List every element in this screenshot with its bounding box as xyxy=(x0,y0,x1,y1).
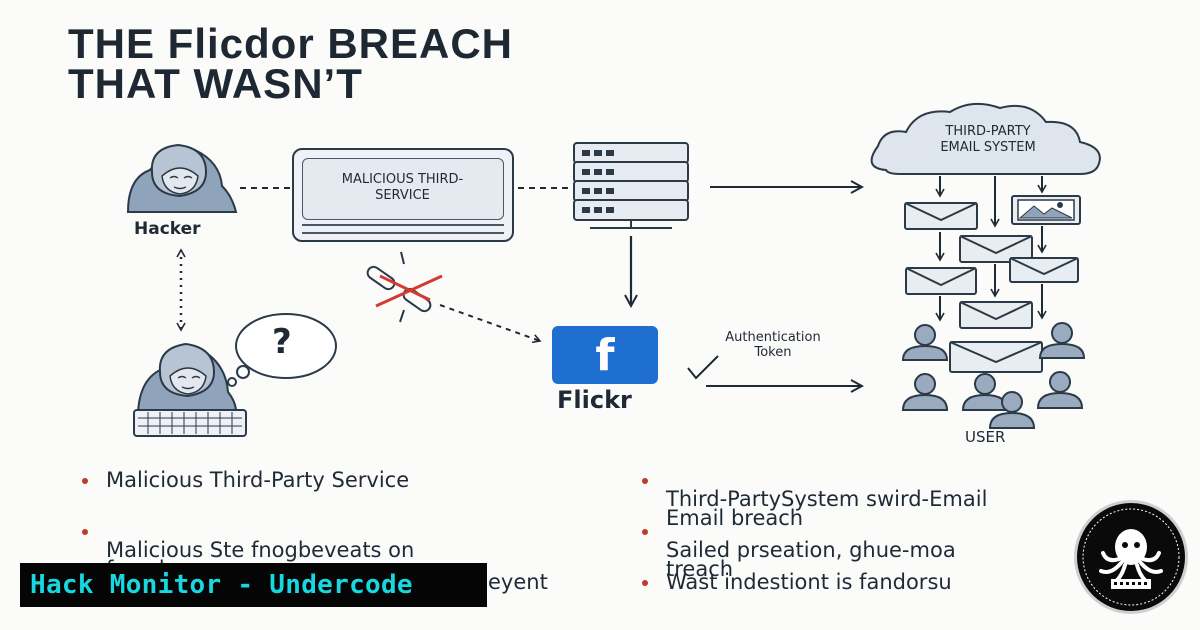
envelope-icon xyxy=(905,267,977,295)
bullet-item: Wast indestiont is fandorsu xyxy=(642,572,952,593)
bullet-item: Sailed prseation, ghue-moa treach xyxy=(642,522,956,580)
malicious-service-box xyxy=(292,148,514,242)
cloud-icon xyxy=(870,102,1101,175)
flickr-label: Flickr xyxy=(557,386,632,414)
user-label: USER xyxy=(965,428,1006,446)
banner-text: Hack Monitor - Undercode xyxy=(30,570,413,600)
hack-monitor-banner: Hack Monitor - Undercode xyxy=(20,563,487,607)
hacker-label: Hacker xyxy=(134,219,201,239)
title-line-2: THAT WASN’T xyxy=(68,60,363,107)
bullet-item: Malicious Third-Party Service xyxy=(82,470,409,491)
envelope-icon xyxy=(959,235,1033,263)
hacker-laptop-icon xyxy=(133,342,247,437)
envelope-icon xyxy=(959,301,1033,329)
broken-link-icon xyxy=(366,251,443,323)
hacker-icon xyxy=(126,143,238,213)
malicious-service-label: MALICIOUS THIRD- SERVICE xyxy=(341,172,464,203)
envelope-icon xyxy=(904,202,978,230)
thought-bubble-icon xyxy=(227,313,337,387)
auth-token-label: Authentication Token xyxy=(725,330,821,360)
server-icon xyxy=(573,142,689,229)
envelope-icon xyxy=(949,341,1043,373)
bullet-item: Third-PartySystem swird-Email Email brea… xyxy=(642,471,987,529)
bullet-item-partial: eyent xyxy=(488,570,548,594)
user-group-icon xyxy=(901,322,1086,429)
question-mark: ? xyxy=(272,322,292,362)
page-title: THE Flicdor BREACH THAT WASN’T xyxy=(68,20,788,107)
cloud-label: THIRD-PARTY EMAIL SYSTEM xyxy=(940,124,1036,155)
undercode-logo-icon xyxy=(1074,500,1188,614)
flickr-logo-icon: f xyxy=(552,326,658,384)
flickr-logo-text: f xyxy=(595,329,615,381)
email-envelope-icons xyxy=(904,202,1079,373)
envelope-icon xyxy=(1009,257,1079,283)
image-icon xyxy=(1011,195,1081,225)
check-icon xyxy=(687,355,719,380)
title-line-1: THE Flicdor BREACH xyxy=(68,20,514,67)
